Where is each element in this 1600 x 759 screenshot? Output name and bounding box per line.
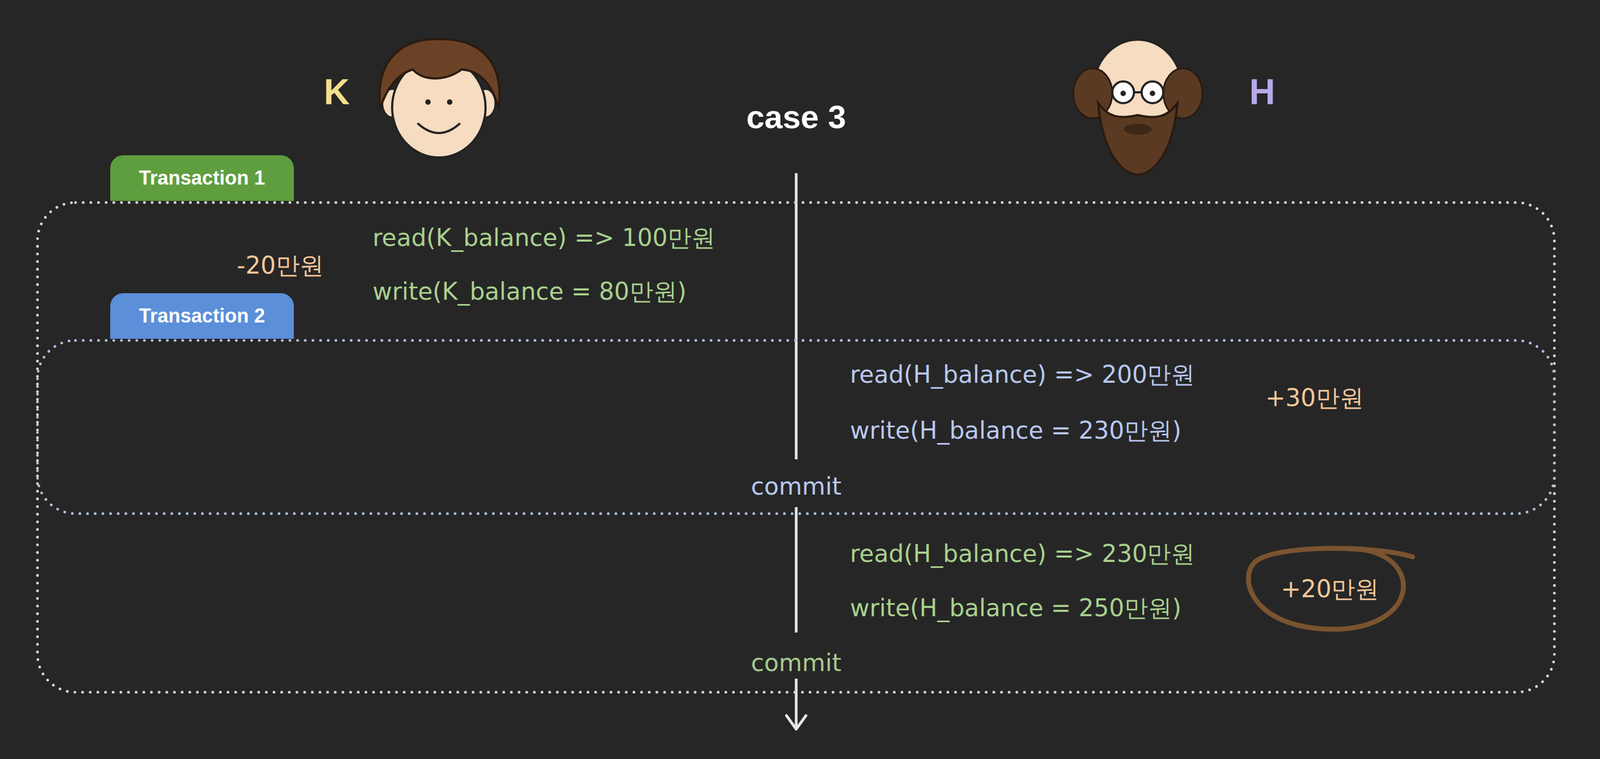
operation-text: read(H_balance) => 230만원	[849, 539, 1195, 569]
amount-note: -20만원	[236, 251, 324, 281]
amount-note: +30만원	[1265, 383, 1364, 413]
h-face	[1073, 39, 1203, 175]
commit-text: commit	[751, 649, 842, 678]
person-label: K	[323, 70, 350, 114]
diagram-title: case 3	[746, 97, 847, 137]
dotted-stroke	[37, 340, 1555, 514]
circle-stroke	[1248, 548, 1413, 630]
operation-text: write(H_balance = 250만원)	[849, 594, 1182, 623]
dotted-stroke	[37, 202, 1555, 693]
amount-note: +20만원	[1281, 575, 1380, 604]
timeline	[786, 173, 806, 730]
k-face	[379, 39, 500, 158]
commit-text: commit	[751, 472, 842, 502]
transaction-region: Transaction 1read(K_balance) => 100만원wri…	[35, 200, 1557, 695]
operation-text: write(K_balance = 80만원)	[372, 277, 687, 307]
person-label: H	[1249, 70, 1276, 114]
operation-text: read(K_balance) => 100만원	[372, 223, 716, 253]
circled-amount: +20만원	[1239, 545, 1421, 633]
transaction-region: Transaction 2read(H_balance) => 200만원wri…	[35, 338, 1557, 516]
operation-text: write(H_balance = 230만원)	[849, 416, 1182, 446]
operation-text: read(H_balance) => 200만원	[849, 360, 1195, 390]
transaction-tab: Transaction 2	[110, 293, 294, 339]
transaction-tab: Transaction 1	[110, 155, 294, 201]
